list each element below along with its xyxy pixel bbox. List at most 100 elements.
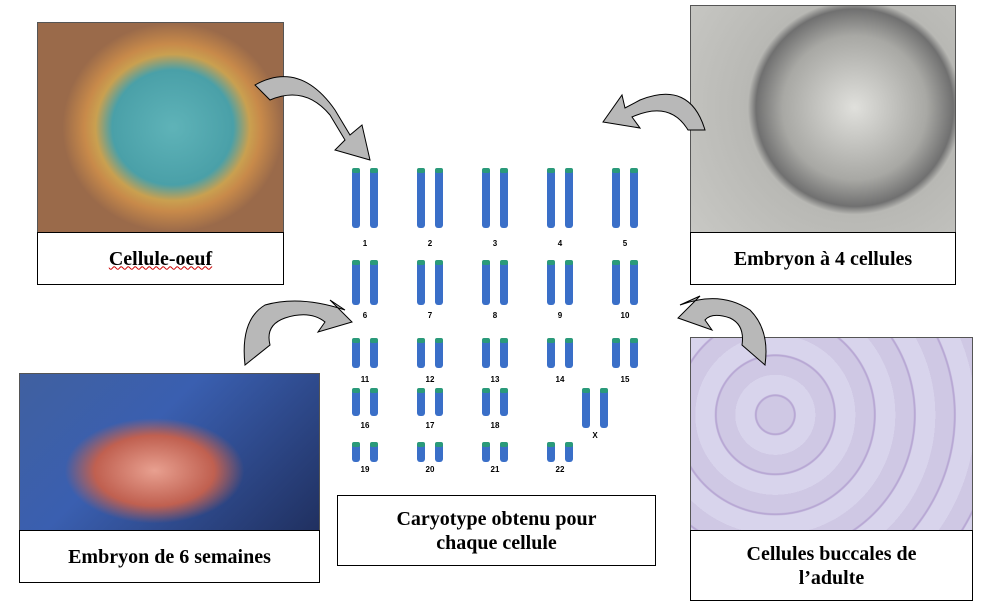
chromosome-number: 8 [493, 311, 498, 320]
chromosome-number: 13 [491, 375, 500, 384]
chromosome-number: 18 [491, 421, 500, 430]
chromosome-tip [547, 338, 555, 343]
chromosome-14-1 [547, 338, 555, 368]
chromosome-X-1 [582, 388, 590, 428]
arrow-egg-to-karyotype [254, 76, 371, 161]
chromosome-8-1 [482, 260, 490, 305]
chromosome-tip [352, 442, 360, 447]
chromosome-tip [630, 338, 638, 343]
chromosome-tip [547, 442, 555, 447]
chromosome-5-2 [630, 168, 638, 228]
chromosome-9-2 [565, 260, 573, 305]
chromosome-number: 2 [428, 239, 433, 248]
chromosome-13-1 [482, 338, 490, 368]
chromosome-tip [417, 338, 425, 343]
chromosome-number: 6 [363, 311, 368, 320]
chromosome-4-1 [547, 168, 555, 228]
chromosome-tip [352, 260, 360, 265]
chromosome-tip [500, 388, 508, 393]
chromosome-tip [417, 260, 425, 265]
chromosome-tip [435, 338, 443, 343]
chromosome-tip [565, 260, 573, 265]
chromosome-1-2 [370, 168, 378, 228]
chromosome-tip [435, 388, 443, 393]
chromosome-tip [482, 388, 490, 393]
karyotype-text-1: Caryotype obtenu pour [396, 507, 597, 530]
chromosome-number: 10 [621, 311, 630, 320]
karyotype-text-2: chaque cellule [436, 531, 557, 554]
chromosome-tip [500, 442, 508, 447]
chromosome-tip [435, 168, 443, 173]
chromosome-17-1 [417, 388, 425, 416]
chromosome-tip [482, 260, 490, 265]
chromosome-number: 9 [558, 311, 563, 320]
chromosome-tip [370, 168, 378, 173]
chromosome-tip [370, 388, 378, 393]
chromosome-tip [630, 168, 638, 173]
chromosome-tip [600, 388, 608, 393]
embryo-4-cells-photo [690, 5, 956, 233]
arrow-4cells-to-karyotype [602, 93, 706, 131]
chromosome-3-2 [500, 168, 508, 228]
chromosome-17-2 [435, 388, 443, 416]
chromosome-tip [352, 388, 360, 393]
chromosome-tip [500, 338, 508, 343]
chromosome-2-2 [435, 168, 443, 228]
chromosome-tip [417, 442, 425, 447]
chromosome-tip [547, 168, 555, 173]
chromosome-number: X [592, 431, 598, 440]
egg-cell-photo [37, 22, 284, 233]
chromosome-12-2 [435, 338, 443, 368]
chromosome-7-1 [417, 260, 425, 305]
chromosome-6-1 [352, 260, 360, 305]
chromosome-tip [417, 168, 425, 173]
chromosome-number: 20 [426, 465, 435, 474]
chromosome-1-1 [352, 168, 360, 228]
chromosome-12-1 [417, 338, 425, 368]
chromosome-16-1 [352, 388, 360, 416]
embryo-6-weeks-text: Embryon de 6 semaines [68, 545, 271, 568]
chromosome-tip [435, 260, 443, 265]
chromosome-5-1 [612, 168, 620, 228]
chromosome-7-2 [435, 260, 443, 305]
chromosome-number: 17 [426, 421, 435, 430]
chromosome-tip [417, 388, 425, 393]
chromosome-15-2 [630, 338, 638, 368]
chromosome-2-1 [417, 168, 425, 228]
egg-cell-label: Cellule-oeuf [37, 232, 284, 285]
chromosome-tip [630, 260, 638, 265]
chromosome-number: 7 [428, 311, 433, 320]
chromosome-tip [482, 442, 490, 447]
chromosome-4-2 [565, 168, 573, 228]
chromosome-tip [370, 338, 378, 343]
arrow-karyotype-to-6weeks [243, 299, 353, 366]
egg-cell-text: Cellule-oeuf [108, 247, 213, 270]
chromosome-number: 21 [491, 465, 500, 474]
chromosome-18-2 [500, 388, 508, 416]
chromosome-number: 14 [556, 375, 565, 384]
chromosome-13-2 [500, 338, 508, 368]
embryo-6-weeks-label: Embryon de 6 semaines [19, 530, 320, 583]
chromosome-number: 5 [623, 239, 628, 248]
chromosome-15-1 [612, 338, 620, 368]
chromosome-tip [547, 260, 555, 265]
chromosome-number: 19 [361, 465, 370, 474]
chromosome-number: 22 [556, 465, 565, 474]
chromosome-number: 3 [493, 239, 498, 248]
chromosome-number: 1 [363, 239, 368, 248]
chromosome-18-1 [482, 388, 490, 416]
embryo-4-cells-text: Embryon à 4 cellules [733, 247, 913, 270]
arrow-karyotype-to-buccal [677, 295, 767, 366]
chromosome-tip [565, 168, 573, 173]
chromosome-9-1 [547, 260, 555, 305]
buccal-cells-photo [690, 337, 973, 531]
chromosome-11-2 [370, 338, 378, 368]
chromosome-tip [612, 338, 620, 343]
chromosome-number: 15 [621, 375, 630, 384]
chromosome-10-2 [630, 260, 638, 305]
chromosome-tip [352, 338, 360, 343]
